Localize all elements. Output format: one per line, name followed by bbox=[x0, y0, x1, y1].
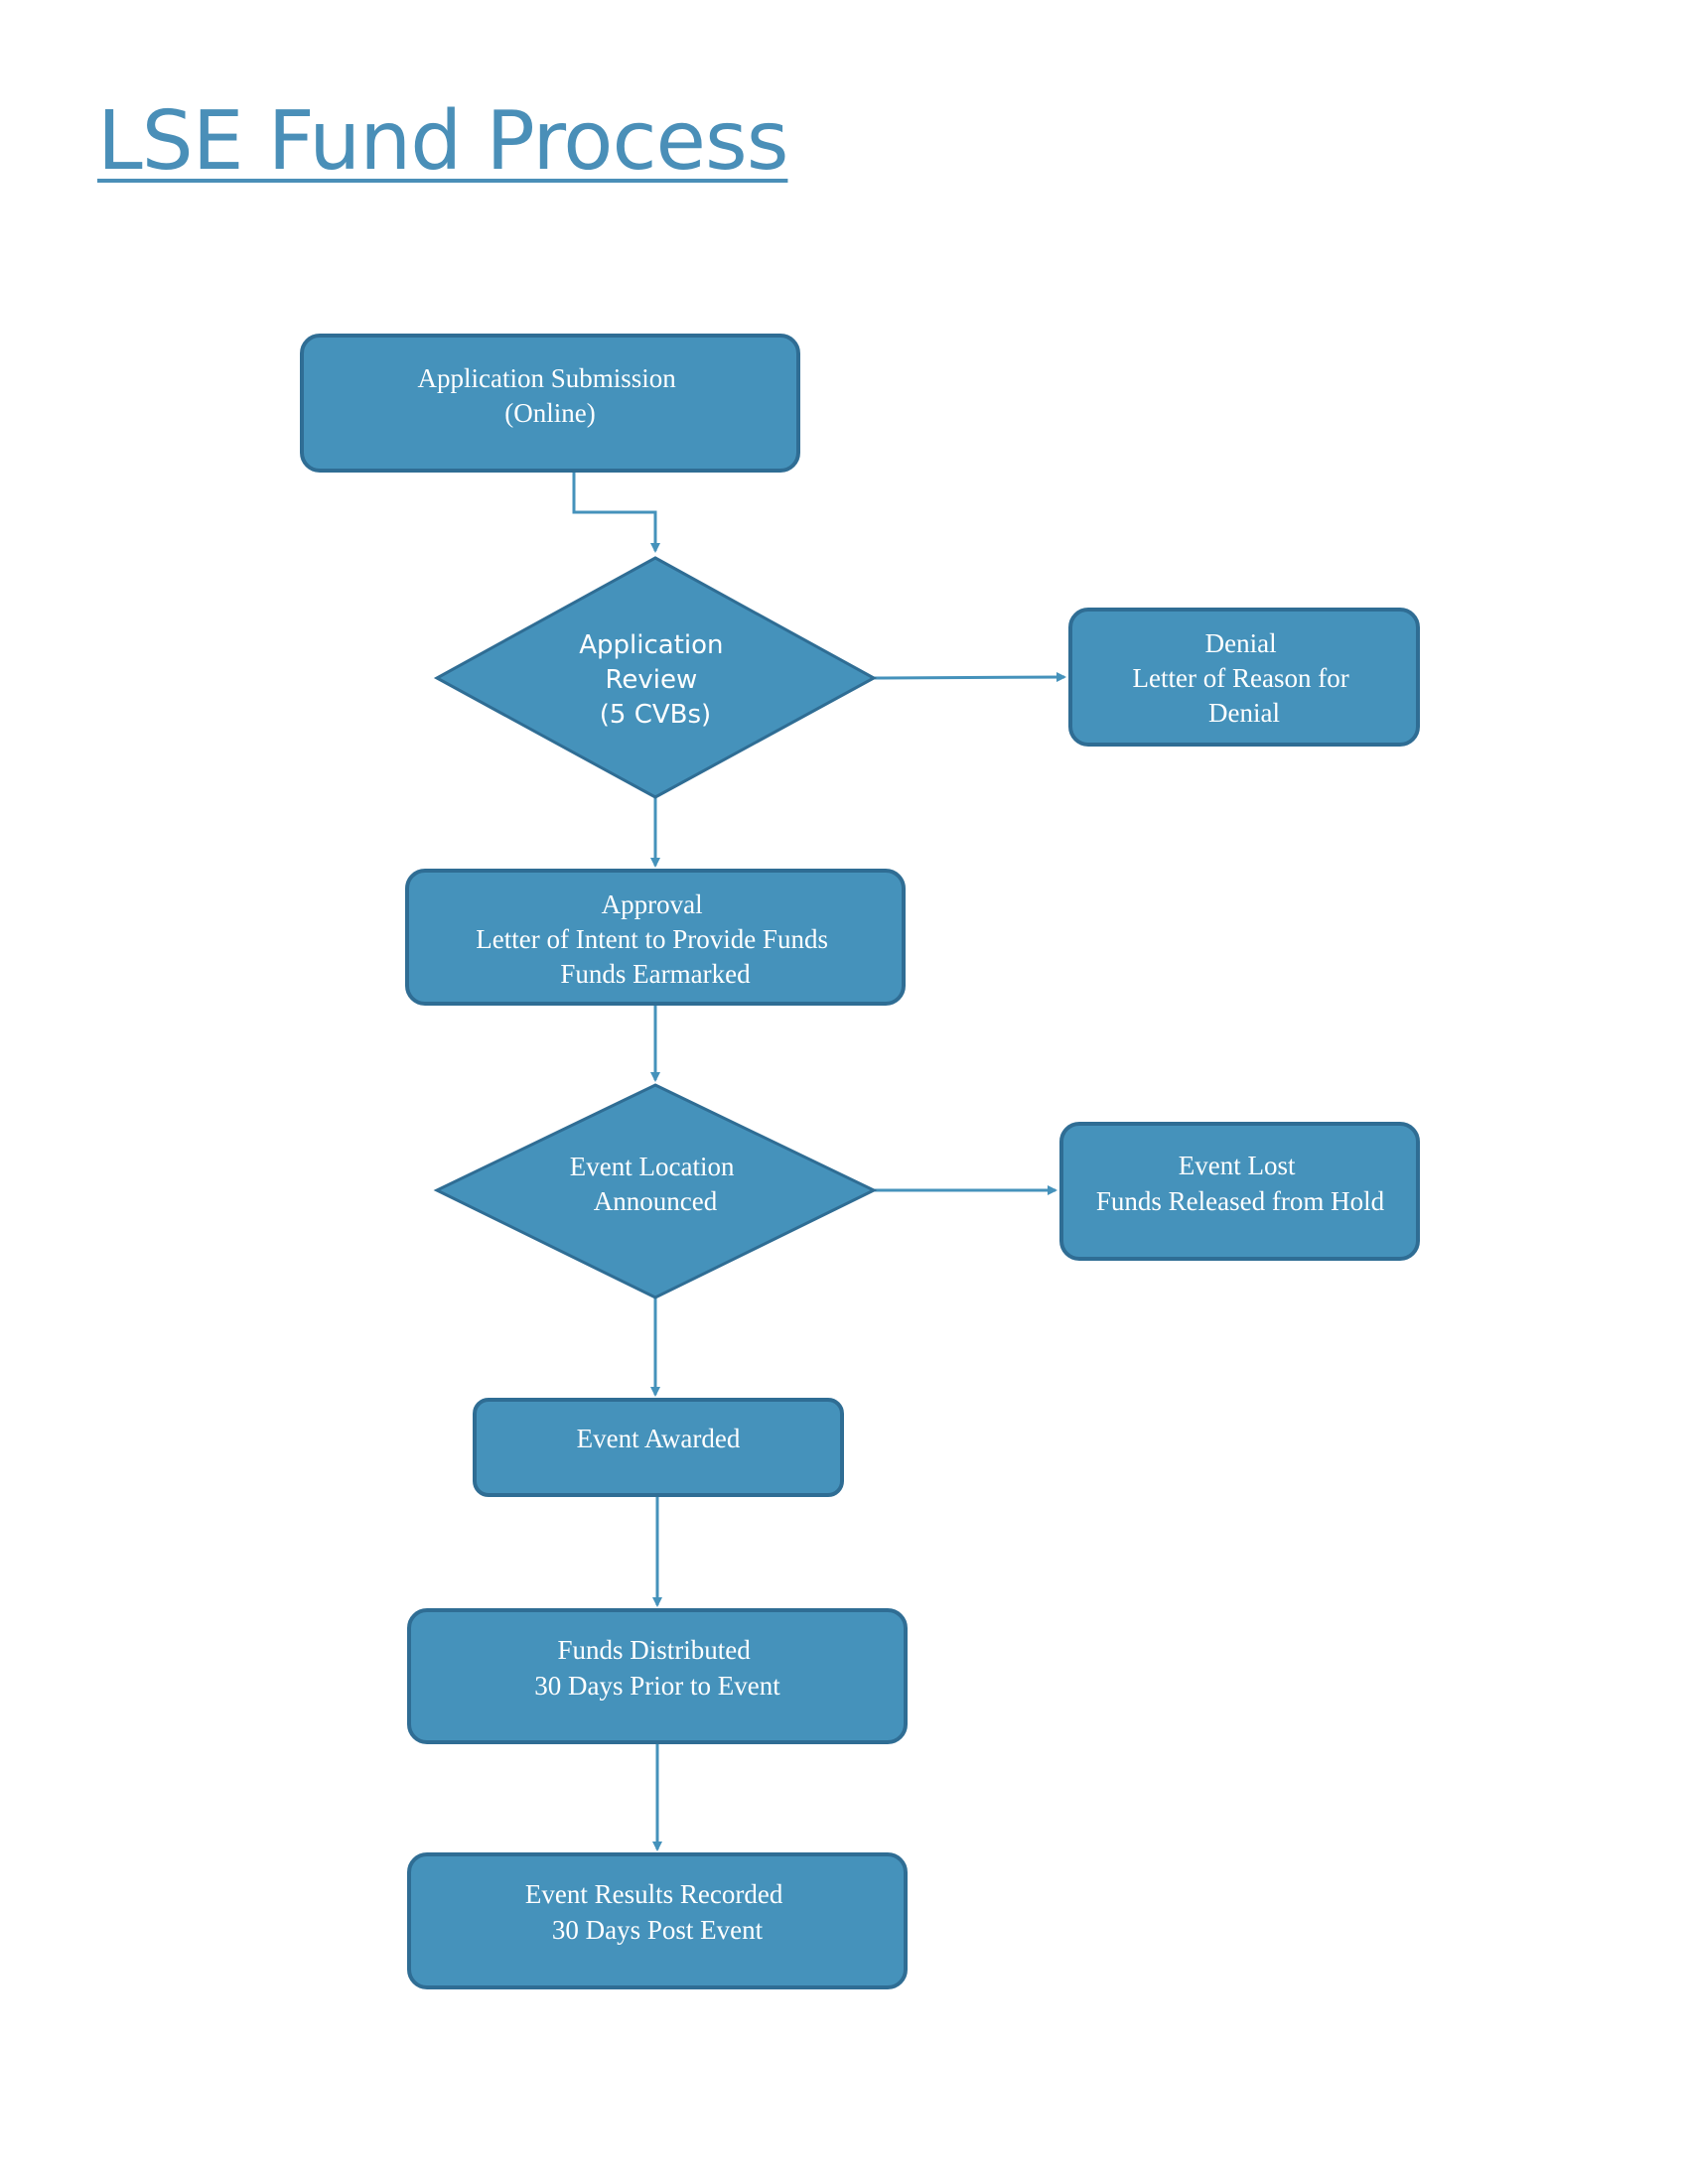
svg-text:Approval Letter of Inten: Approval Letter of Intent to Provide Fun… bbox=[476, 889, 834, 989]
connectors bbox=[572, 471, 1066, 1851]
node-approval: Approval Letter of Intent to Provide Fun… bbox=[405, 869, 906, 1006]
node-shape bbox=[407, 1852, 908, 1989]
svg-text:Denial Letter of Reason: Denial Letter of Reason for Denial bbox=[1133, 628, 1356, 728]
node-label-line: Announced bbox=[594, 1186, 718, 1216]
node-label-line: 30 Days Post Event bbox=[552, 1915, 764, 1945]
node-label-line: Letter of Intent to Provide Funds bbox=[476, 924, 828, 954]
node-label-line: Review bbox=[605, 665, 697, 695]
node-shape bbox=[300, 334, 800, 473]
node-label-line: Event Results Recorded bbox=[525, 1879, 783, 1909]
node-shape bbox=[1068, 608, 1420, 747]
node-label-line: Approval bbox=[602, 889, 703, 919]
node-event-lost: Event Lost Funds Released from Hold bbox=[1059, 1122, 1420, 1261]
decision-shape bbox=[433, 1083, 878, 1299]
node-label-line: Event Lost bbox=[1179, 1151, 1296, 1180]
node-label-line: Event Location bbox=[570, 1152, 735, 1181]
svg-text:Event Results Recorded 3: Event Results Recorded 30 Days Post Even… bbox=[525, 1879, 789, 1945]
node-label-line: Denial bbox=[1208, 698, 1280, 728]
decision-event-location: Event Location Announced bbox=[433, 1083, 878, 1299]
svg-text:Event Location Announced: Event Location Announced bbox=[570, 1152, 741, 1216]
node-label-line: Funds Distributed bbox=[557, 1635, 751, 1665]
node-label-line: Denial bbox=[1205, 628, 1277, 658]
node-label-line: (5 CVBs) bbox=[600, 700, 711, 730]
svg-text:Event Lost Funds Release: Event Lost Funds Released from Hold bbox=[1096, 1151, 1385, 1216]
svg-text:Event Awarded: Event Awarded bbox=[577, 1424, 741, 1453]
svg-text:Funds Distributed 30 Day: Funds Distributed 30 Days Prior to Event bbox=[534, 1635, 780, 1701]
decision-shape bbox=[433, 556, 878, 799]
arrow-review-to-denial bbox=[873, 672, 1066, 683]
node-denial: Denial Letter of Reason for Denial bbox=[1068, 608, 1420, 747]
decision-application-review: Application Review (5 CVBs) bbox=[433, 556, 878, 799]
node-label-line: Event Awarded bbox=[577, 1424, 741, 1453]
node-event-results: Event Results Recorded 30 Days Post Even… bbox=[407, 1852, 908, 1989]
arrow-submission-to-review bbox=[572, 471, 660, 553]
svg-text:Application Review: Application Review (5 CVBs) bbox=[579, 630, 732, 730]
node-application-submission: Application Submission (Online) bbox=[300, 334, 800, 473]
svg-text:Application Submission (: Application Submission (Online) bbox=[417, 363, 682, 428]
node-label-line: (Online) bbox=[504, 398, 595, 428]
node-label-line: Letter of Reason for bbox=[1133, 663, 1349, 693]
node-label-line: Funds Released from Hold bbox=[1096, 1186, 1385, 1216]
node-label-line: 30 Days Prior to Event bbox=[534, 1671, 780, 1701]
node-label-line: Application Submission bbox=[417, 363, 676, 393]
node-shape bbox=[407, 1608, 908, 1744]
node-shape bbox=[405, 869, 906, 1006]
node-label-line: Application bbox=[579, 630, 723, 660]
node-shape bbox=[1059, 1122, 1420, 1261]
node-funds-distributed: Funds Distributed 30 Days Prior to Event bbox=[407, 1608, 908, 1744]
page-title: LSE Fund Process bbox=[97, 94, 788, 189]
node-label-line: Funds Earmarked bbox=[560, 959, 751, 989]
node-shape bbox=[473, 1398, 844, 1497]
node-event-awarded: Event Awarded bbox=[473, 1398, 844, 1497]
